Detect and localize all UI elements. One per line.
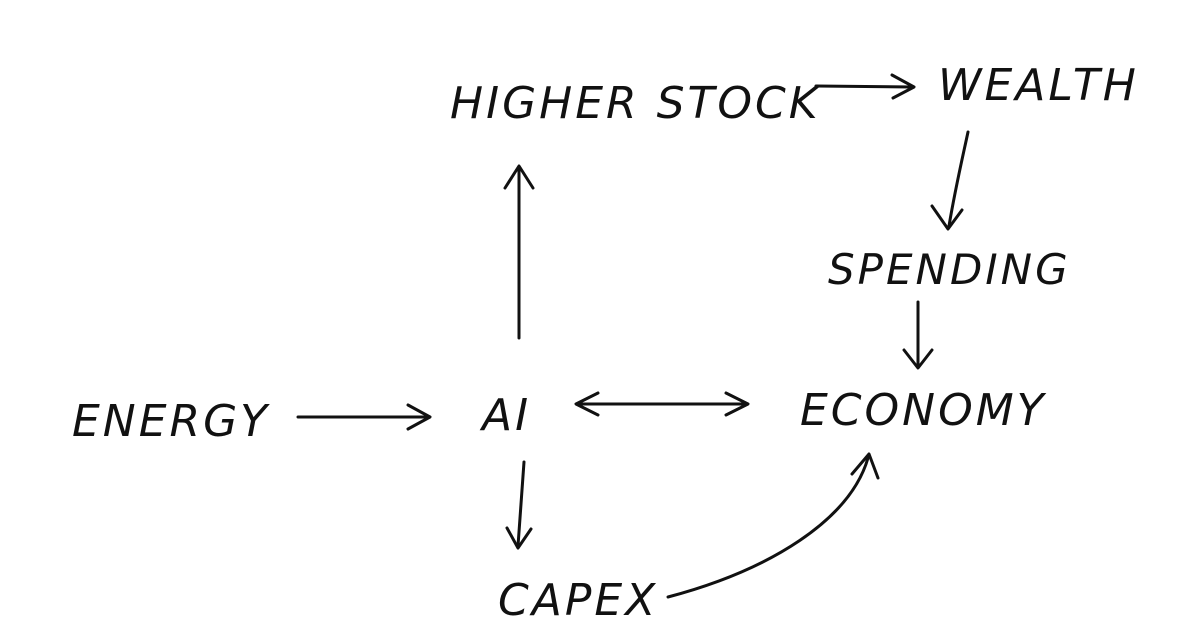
edge-higher-stock-to-wealth [814, 73, 916, 100]
node-spending: SPENDING [828, 245, 1071, 294]
node-capex: CAPEX [498, 575, 658, 626]
node-wealth: WEALTH [938, 60, 1139, 111]
node-ai: AI [479, 390, 531, 441]
edge-wealth-to-spending [930, 130, 970, 231]
edge-ai-to-capex [505, 460, 533, 550]
edge-capex-to-economy [666, 452, 880, 599]
edge-ai-to-higher-stock [503, 164, 535, 340]
edge-ai-economy-bidirectional [574, 391, 750, 417]
edge-spending-to-economy [902, 300, 934, 370]
edge-energy-to-ai [296, 403, 432, 431]
node-energy: ENERGY [72, 396, 270, 447]
node-higher-stock: HIGHER STOCK [450, 78, 821, 129]
node-economy: ECONOMY [800, 385, 1047, 436]
